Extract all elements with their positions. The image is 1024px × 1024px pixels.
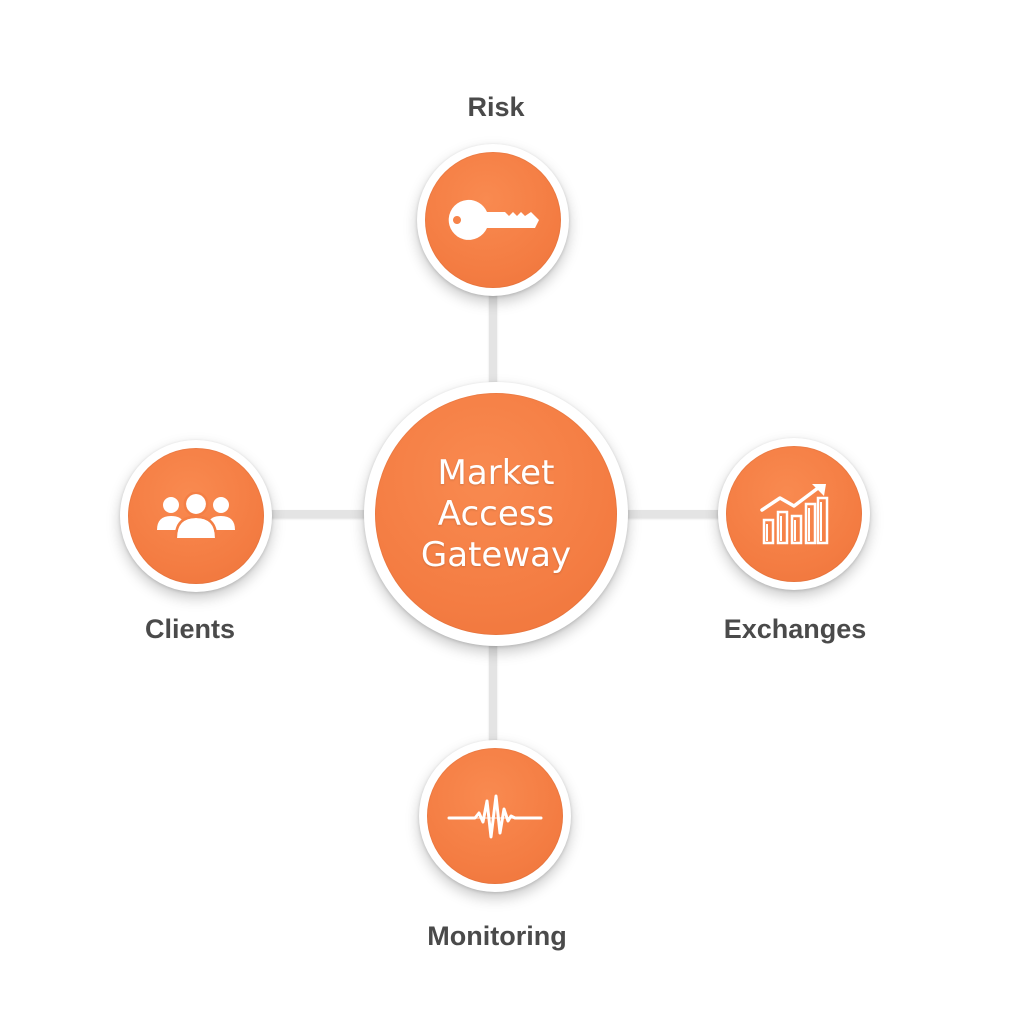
connector-clients [266, 510, 370, 518]
center-title-line-2: Access [437, 493, 555, 534]
bar-chart-trend-icon [760, 484, 829, 545]
key-icon [448, 199, 539, 240]
connector-risk [489, 284, 497, 388]
center-title: Market Access Gateway [421, 453, 571, 576]
center-disc: Market Access Gateway [375, 393, 617, 635]
risk-label: Risk [467, 92, 525, 122]
users-group-icon [157, 492, 235, 539]
risk-node[interactable] [417, 144, 569, 296]
monitoring-node[interactable] [419, 740, 571, 892]
clients-disc [128, 448, 264, 584]
clients-label: Clients [144, 614, 236, 644]
center-title-line-3: Gateway [420, 534, 572, 575]
connector-exchanges [624, 510, 728, 518]
clients-node[interactable] [120, 440, 272, 592]
exchanges-node[interactable] [718, 438, 870, 590]
exchanges-label: Exchanges [723, 614, 867, 644]
monitoring-disc [427, 748, 563, 884]
center-title-line-1: Market [437, 452, 555, 493]
exchanges-disc [726, 446, 862, 582]
connector-monitoring [489, 636, 497, 748]
monitoring-label: Monitoring [427, 921, 567, 951]
market-access-gateway-node[interactable]: Market Access Gateway [364, 382, 628, 646]
pulse-waveform-icon [447, 794, 543, 839]
risk-disc [425, 152, 561, 288]
